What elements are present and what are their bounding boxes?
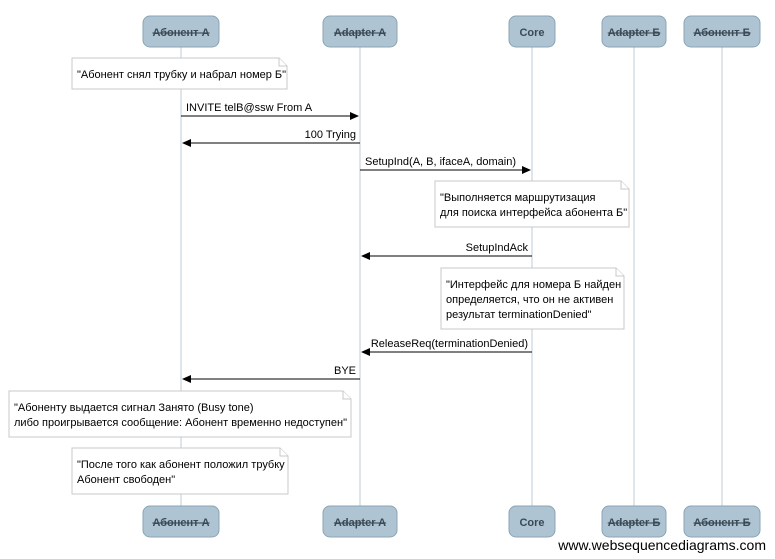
note-1: "Выполняется маршрутизация для поиска инт… bbox=[434, 180, 630, 228]
actor-box bbox=[601, 505, 667, 538]
actor-box bbox=[142, 15, 220, 48]
note-text-line: для поиска интерфейса абонента Б" bbox=[440, 207, 627, 219]
message-1: 100 Trying bbox=[182, 129, 360, 147]
actor-bottom-adA: Adapter A bbox=[322, 505, 398, 538]
actor-top-adB: Adapter Б bbox=[601, 15, 667, 48]
note-2: "Интерфейс для номера Б найден определяет… bbox=[440, 267, 625, 330]
note-text-line: "Интерфейс для номера Б найден bbox=[446, 279, 621, 291]
message-label: SetupInd(A, B, ifaceA, domain) bbox=[365, 156, 516, 168]
message-label: INVITE telB@ssw From A bbox=[186, 102, 313, 114]
actor-bottom-abA: Абонент А bbox=[142, 505, 220, 538]
note-0: "Абонент снял трубку и набрал номер Б" bbox=[71, 57, 288, 90]
actor-box bbox=[601, 15, 667, 48]
actor-label: Core bbox=[519, 517, 544, 529]
actor-box bbox=[322, 15, 398, 48]
watermark-text: www.websequencediagrams.com bbox=[557, 537, 766, 553]
actor-label: Абонент А bbox=[152, 27, 209, 39]
note-text-line: результат terminationDenied" bbox=[446, 309, 592, 321]
message-3: SetupIndAck bbox=[361, 242, 532, 260]
message-label: SetupIndAck bbox=[466, 242, 529, 254]
note-fold bbox=[620, 181, 629, 190]
note-text-line: определяется, что он не активен bbox=[446, 294, 613, 306]
message-label: ReleaseReq(terminationDenied) bbox=[371, 338, 528, 350]
arrowhead bbox=[361, 252, 370, 260]
message-label: 100 Trying bbox=[305, 129, 356, 141]
arrowhead bbox=[361, 348, 370, 356]
actor-box bbox=[322, 505, 398, 538]
note-3: "Абоненту выдается сигнал Занято (Busy t… bbox=[8, 390, 352, 438]
note-text-line: "Выполняется маршрутизация bbox=[440, 192, 596, 204]
actor-box bbox=[683, 15, 761, 48]
actor-bottom-core: Core bbox=[508, 505, 556, 538]
note-box bbox=[71, 447, 289, 495]
actor-top-abB: Абонент Б bbox=[683, 15, 761, 48]
note-text-line: либо проигрывается сообщение: Абонент вр… bbox=[14, 417, 347, 429]
note-text-line: "После того как абонент положил трубку bbox=[77, 459, 285, 471]
note-4: "После того как абонент положил трубкуАб… bbox=[71, 447, 289, 495]
note-fold bbox=[342, 391, 351, 400]
actor-label: Core bbox=[519, 27, 544, 39]
actor-label: Абонент Б bbox=[693, 517, 750, 529]
arrowhead bbox=[182, 139, 191, 147]
actor-box bbox=[508, 15, 556, 48]
actor-box bbox=[683, 505, 761, 538]
actor-label: Adapter A bbox=[334, 27, 386, 39]
note-text-line: "Абоненту выдается сигнал Занято (Busy t… bbox=[14, 402, 254, 414]
arrowhead bbox=[182, 375, 191, 383]
actor-label: Абонент А bbox=[152, 517, 209, 529]
actor-box bbox=[142, 505, 220, 538]
actor-label: Adapter A bbox=[334, 517, 386, 529]
actor-top-adA: Adapter A bbox=[322, 15, 398, 48]
message-4: ReleaseReq(terminationDenied) bbox=[361, 338, 532, 356]
actor-box bbox=[508, 505, 556, 538]
actor-label: Adapter Б bbox=[608, 27, 661, 39]
arrowhead bbox=[350, 112, 359, 120]
message-2: SetupInd(A, B, ifaceA, domain) bbox=[360, 156, 531, 174]
arrowhead bbox=[522, 166, 531, 174]
note-fold bbox=[278, 58, 287, 67]
actor-top-abA: Абонент А bbox=[142, 15, 220, 48]
note-fold bbox=[615, 268, 624, 277]
message-label: BYE bbox=[334, 365, 356, 377]
actor-bottom-abB: Абонент Б bbox=[683, 505, 761, 538]
note-box bbox=[8, 390, 352, 438]
message-5: BYE bbox=[182, 365, 360, 383]
note-text-line: "Абонент снял трубку и набрал номер Б" bbox=[77, 69, 286, 81]
actor-top-core: Core bbox=[508, 15, 556, 48]
note-box bbox=[71, 57, 288, 90]
actor-label: Adapter Б bbox=[608, 517, 661, 529]
note-fold bbox=[279, 448, 288, 457]
note-text-line: Абонент свободен" bbox=[77, 474, 175, 486]
message-0: INVITE telB@ssw From A bbox=[181, 102, 359, 120]
note-box bbox=[440, 267, 625, 330]
note-box bbox=[434, 180, 630, 228]
actor-bottom-adB: Adapter Б bbox=[601, 505, 667, 538]
actor-label: Абонент Б bbox=[693, 27, 750, 39]
